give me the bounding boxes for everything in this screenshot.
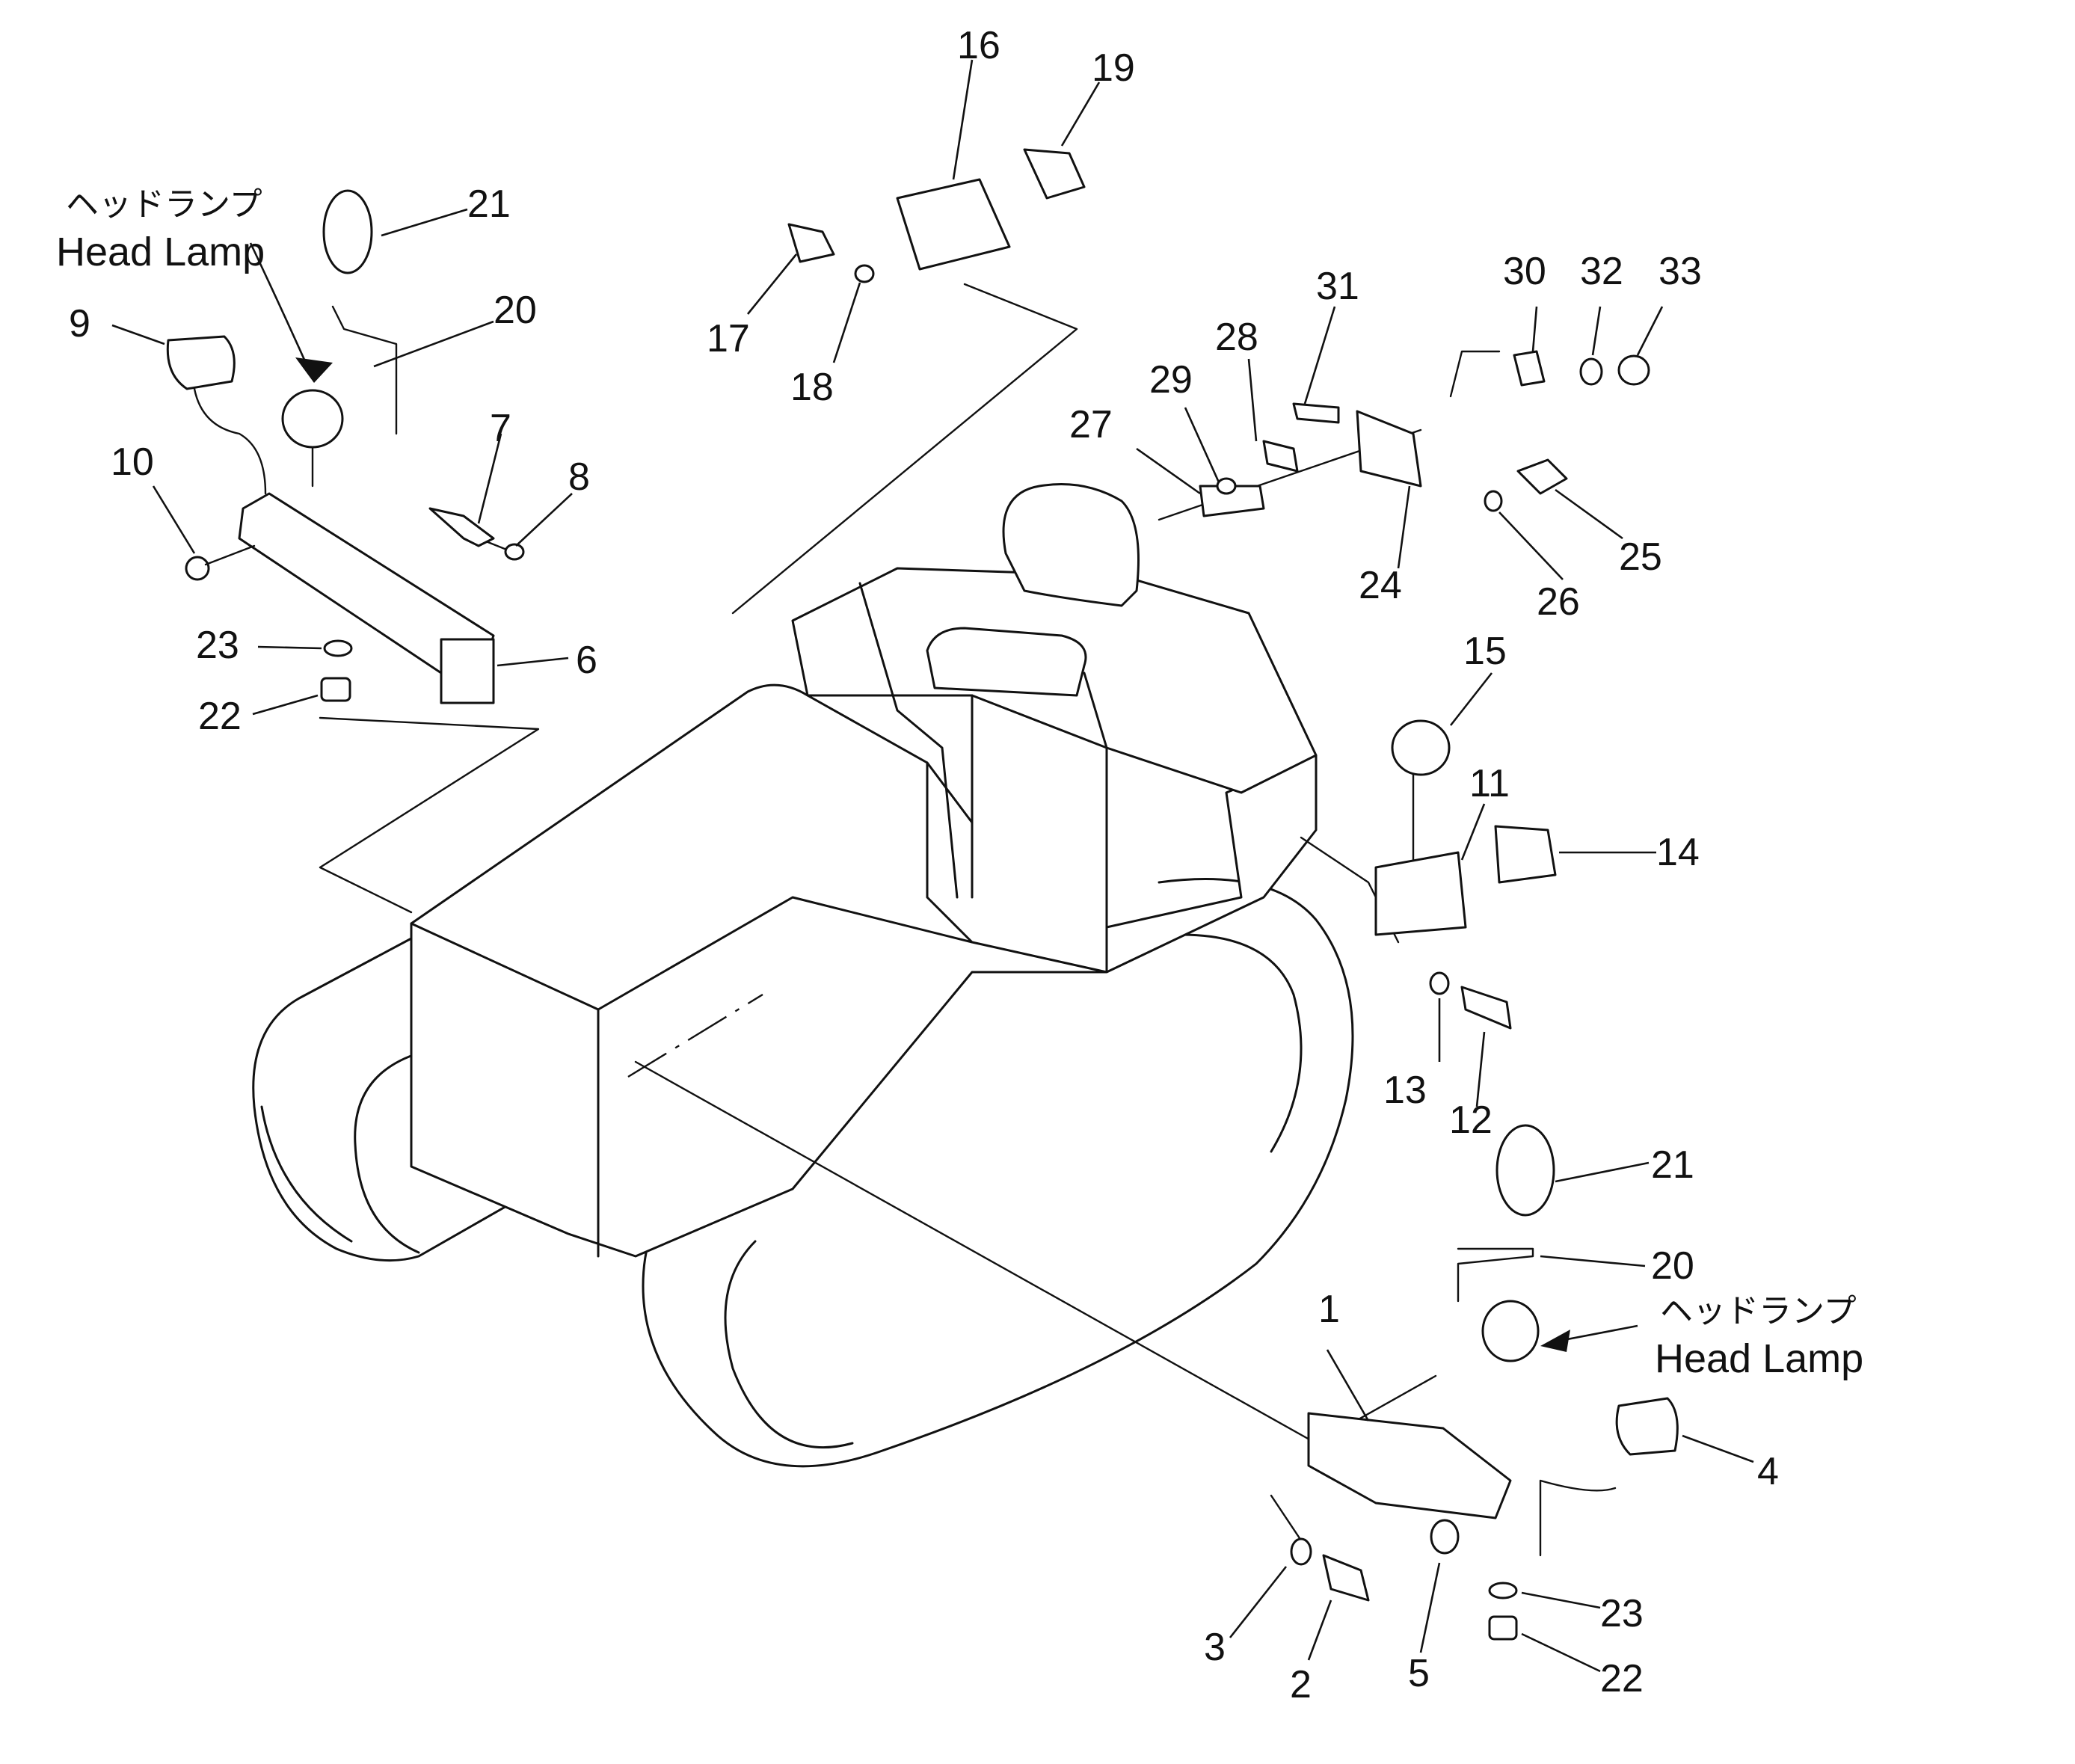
callout-32: 32 bbox=[1580, 250, 1623, 293]
head-lamp-caption-left: ヘッドランプ Head Lamp bbox=[56, 185, 265, 274]
callout-12: 12 bbox=[1449, 1098, 1493, 1142]
lamp-15 bbox=[1391, 719, 1451, 776]
callout-16: 16 bbox=[957, 24, 1000, 67]
callout-8: 8 bbox=[568, 455, 590, 499]
lamp-housing-11 bbox=[1374, 851, 1467, 936]
callout-33: 33 bbox=[1659, 250, 1702, 293]
callout-31: 31 bbox=[1316, 265, 1359, 308]
washer-3 bbox=[1290, 1537, 1312, 1566]
screw-31 bbox=[1292, 402, 1340, 424]
head-lamp-right-arrow bbox=[1540, 1330, 1570, 1352]
callout-numbers: 16 19 21 20 9 10 7 8 6 23 22 17 18 31 28… bbox=[69, 24, 1779, 1706]
washer-13 bbox=[1429, 971, 1450, 995]
work-lamp-right bbox=[1615, 1397, 1679, 1456]
callout-10: 10 bbox=[111, 440, 154, 484]
callout-18: 18 bbox=[790, 366, 834, 409]
callout-26: 26 bbox=[1537, 580, 1580, 624]
callout-9: 9 bbox=[69, 302, 90, 345]
bracket-left-end bbox=[440, 638, 495, 704]
callout-25: 25 bbox=[1619, 535, 1662, 579]
lamp-5 bbox=[1430, 1519, 1460, 1555]
part-30 bbox=[1513, 350, 1546, 387]
callout-2: 2 bbox=[1290, 1663, 1312, 1706]
washer-23-right bbox=[1488, 1582, 1518, 1599]
washer-18 bbox=[854, 264, 875, 283]
callout-13: 13 bbox=[1383, 1069, 1427, 1112]
nut-22-left bbox=[320, 677, 351, 702]
washer-26 bbox=[1484, 490, 1503, 512]
head-lamp-right-en: Head Lamp bbox=[1655, 1336, 1863, 1381]
nut-33 bbox=[1617, 354, 1650, 386]
work-lamp-rear bbox=[896, 178, 1011, 271]
callout-23-left: 23 bbox=[196, 624, 239, 667]
callout-1: 1 bbox=[1318, 1288, 1340, 1331]
head-lamp-caption-right: ヘッドランプ Head Lamp bbox=[1655, 1292, 1863, 1381]
callout-leaders bbox=[111, 59, 1754, 1673]
callout-22-right: 22 bbox=[1600, 1657, 1644, 1700]
work-lamp-left bbox=[166, 335, 236, 390]
machine-body bbox=[252, 483, 1354, 1468]
callout-22-left: 22 bbox=[198, 695, 242, 738]
nut-22-right bbox=[1488, 1615, 1518, 1641]
bracket-right bbox=[1307, 1412, 1512, 1519]
bolt-12 bbox=[1460, 986, 1512, 1030]
callout-17: 17 bbox=[707, 317, 750, 360]
head-lamp-left-en: Head Lamp bbox=[56, 230, 265, 274]
mirror-left bbox=[322, 189, 373, 274]
callout-29: 29 bbox=[1149, 358, 1193, 402]
callout-21-right: 21 bbox=[1651, 1143, 1694, 1187]
head-lamp-left-body bbox=[281, 389, 344, 449]
head-lamp-left-arrow bbox=[295, 357, 333, 383]
head-lamp-right-body bbox=[1481, 1300, 1540, 1362]
parts bbox=[166, 148, 1679, 1641]
bolt-28 bbox=[1262, 440, 1299, 473]
callout-30: 30 bbox=[1503, 250, 1546, 293]
callout-5: 5 bbox=[1408, 1652, 1430, 1695]
callout-11: 11 bbox=[1469, 762, 1510, 805]
callout-4: 4 bbox=[1757, 1450, 1779, 1493]
callout-20-right: 20 bbox=[1651, 1244, 1694, 1288]
washer-23-left bbox=[323, 639, 353, 657]
bolt-25 bbox=[1516, 458, 1568, 495]
callout-21-left: 21 bbox=[467, 182, 511, 226]
head-lamp-left-jp: ヘッドランプ bbox=[66, 185, 262, 224]
bolt-7 bbox=[428, 507, 495, 547]
callout-14: 14 bbox=[1656, 831, 1700, 874]
plate-27 bbox=[1199, 485, 1265, 517]
callout-27: 27 bbox=[1069, 403, 1113, 446]
callout-6: 6 bbox=[576, 639, 597, 682]
callout-15: 15 bbox=[1463, 630, 1507, 673]
callout-28: 28 bbox=[1215, 316, 1258, 359]
washer-29 bbox=[1216, 477, 1237, 495]
lamp-14 bbox=[1494, 825, 1557, 884]
bolt-17 bbox=[787, 223, 835, 263]
bolt-2 bbox=[1322, 1554, 1370, 1602]
head-lamp-right-jp: ヘッドランプ bbox=[1660, 1292, 1857, 1330]
plate-24 bbox=[1356, 410, 1422, 488]
washer-32 bbox=[1579, 357, 1603, 386]
callout-20-left: 20 bbox=[494, 289, 537, 332]
callout-24: 24 bbox=[1359, 564, 1402, 607]
lamp-small-left bbox=[185, 556, 210, 581]
washer-8 bbox=[504, 543, 525, 561]
lamp-19 bbox=[1023, 148, 1086, 200]
callout-19: 19 bbox=[1092, 46, 1135, 90]
callout-7: 7 bbox=[490, 407, 511, 450]
callout-23-right: 23 bbox=[1600, 1592, 1644, 1635]
callout-3: 3 bbox=[1204, 1626, 1226, 1669]
mirror-right bbox=[1495, 1124, 1555, 1217]
